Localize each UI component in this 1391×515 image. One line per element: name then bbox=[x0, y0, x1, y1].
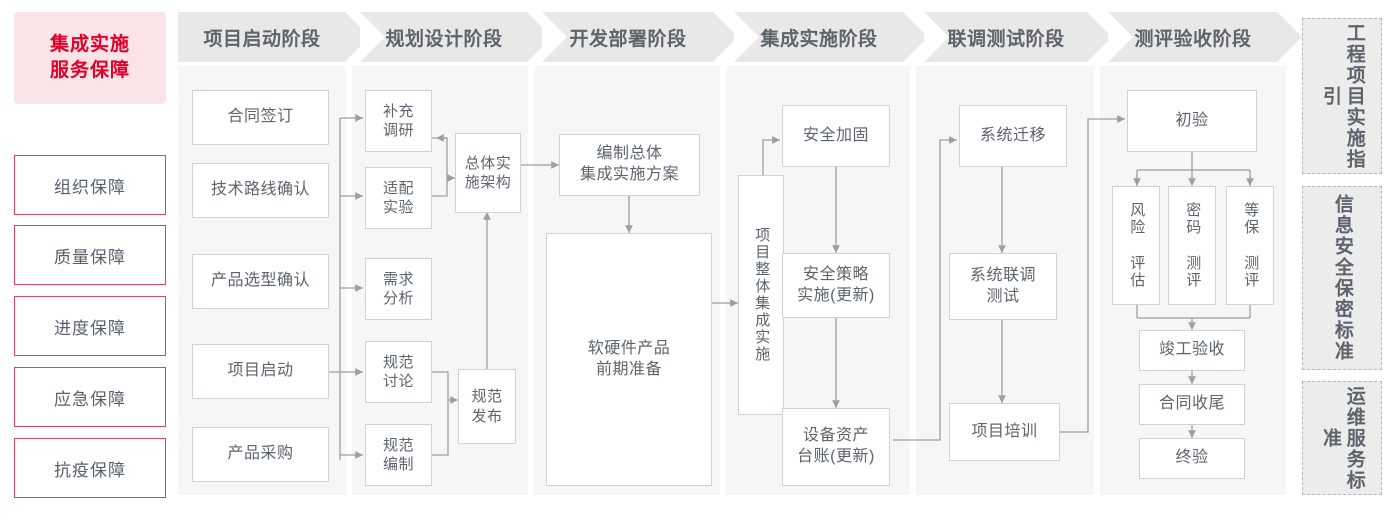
node-cryptography-evaluation[interactable]: 密码 测评 bbox=[1168, 186, 1216, 305]
phase-header-planning[interactable]: 规划设计阶段 bbox=[360, 12, 552, 62]
guarantee-title-line1: 集成实施 bbox=[49, 34, 130, 56]
chevron-notch-icon bbox=[360, 12, 385, 62]
phase-header-startup-label: 项目启动阶段 bbox=[203, 28, 321, 50]
phase-header-development[interactable]: 开发部署阶段 bbox=[542, 12, 738, 62]
node-standard-discussion[interactable]: 规范 讨论 bbox=[365, 341, 432, 403]
standards-panel-engineering-guide[interactable]: 工程项目实施指引 bbox=[1302, 18, 1382, 174]
phase-header-acceptance[interactable]: 测评验收阶段 bbox=[1108, 12, 1302, 62]
phase-header-integration[interactable]: 集成实施阶段 bbox=[734, 12, 928, 62]
standards-label: 工程项目实施指引 bbox=[1320, 22, 1365, 170]
node-label: 编制总体 集成实施方案 bbox=[579, 145, 679, 183]
node-contract-signing[interactable]: 合同签订 bbox=[192, 90, 329, 145]
node-label: 适配 实验 bbox=[382, 179, 414, 217]
guarantee-title-line2: 服务保障 bbox=[49, 60, 130, 81]
node-label: 安全策略 实施(更新) bbox=[797, 265, 875, 304]
node-label: 需求 分析 bbox=[382, 270, 414, 308]
node-hw-sw-preparation[interactable]: 软硬件产品 前期准备 bbox=[546, 233, 712, 486]
node-completion-acceptance[interactable]: 竣工验收 bbox=[1139, 330, 1245, 371]
node-security-hardening[interactable]: 安全加固 bbox=[782, 105, 890, 167]
node-overall-project-integration[interactable]: 项目整体集成实施 bbox=[738, 175, 784, 415]
standards-label: 信息安全保密标准 bbox=[1331, 194, 1353, 362]
chevron-notch-icon bbox=[1108, 12, 1133, 62]
node-label: 规范 讨论 bbox=[382, 353, 414, 391]
standards-panel-ops-service[interactable]: 运维服务标准 bbox=[1302, 381, 1382, 495]
node-product-selection-confirm[interactable]: 产品选型确认 bbox=[192, 254, 329, 309]
node-standard-drafting[interactable]: 规范 编制 bbox=[365, 424, 432, 486]
node-standard-release[interactable]: 规范 发布 bbox=[458, 369, 516, 444]
node-contract-closeout[interactable]: 合同收尾 bbox=[1139, 384, 1245, 425]
phase-header-integration-label: 集成实施阶段 bbox=[760, 28, 878, 50]
node-final-acceptance[interactable]: 终验 bbox=[1139, 438, 1245, 479]
node-supplementary-research[interactable]: 补充 调研 bbox=[365, 90, 432, 152]
guarantee-item-organization[interactable]: 组织保障 bbox=[14, 155, 166, 215]
node-overall-integration-plan[interactable]: 编制总体 集成实施方案 bbox=[559, 134, 700, 196]
phase-header-development-label: 开发部署阶段 bbox=[569, 28, 687, 50]
phase-header-acceptance-label: 测评验收阶段 bbox=[1134, 28, 1252, 50]
chevron-notch-icon bbox=[924, 12, 949, 62]
chevron-right-icon bbox=[1277, 12, 1302, 62]
chevron-notch-icon bbox=[734, 12, 759, 62]
guarantee-item-emergency[interactable]: 应急保障 bbox=[14, 367, 166, 427]
node-overall-implementation-architecture[interactable]: 总体实 施架构 bbox=[455, 133, 521, 213]
node-label: 补充 调研 bbox=[382, 102, 414, 140]
node-product-procurement[interactable]: 产品采购 bbox=[192, 427, 329, 482]
node-label: 系统联调 测试 bbox=[969, 266, 1036, 305]
standards-label: 运维服务标准 bbox=[1320, 385, 1365, 491]
phase-header-joint-test-label: 联调测试阶段 bbox=[947, 28, 1065, 50]
node-preliminary-acceptance[interactable]: 初验 bbox=[1127, 90, 1257, 152]
node-tech-route-confirm[interactable]: 技术路线确认 bbox=[192, 163, 329, 218]
node-risk-assessment[interactable]: 风险 评估 bbox=[1112, 186, 1160, 305]
chevron-notch-icon bbox=[542, 12, 567, 62]
standards-panel-infosec[interactable]: 信息安全保密标准 bbox=[1302, 186, 1382, 370]
node-requirement-analysis[interactable]: 需求 分析 bbox=[365, 258, 432, 320]
phase-header-planning-label: 规划设计阶段 bbox=[385, 28, 503, 50]
phase-header-startup[interactable]: 项目启动阶段 bbox=[178, 12, 370, 62]
node-classified-protection-evaluation[interactable]: 等保 测评 bbox=[1226, 186, 1274, 305]
node-equipment-asset-ledger[interactable]: 设备资产 台账(更新) bbox=[782, 408, 890, 486]
node-label: 规范 编制 bbox=[382, 436, 414, 474]
node-security-policy-implementation[interactable]: 安全策略 实施(更新) bbox=[782, 253, 890, 318]
node-label: 软硬件产品 前期准备 bbox=[587, 339, 671, 378]
node-system-migration[interactable]: 系统迁移 bbox=[959, 105, 1067, 167]
node-label: 设备资产 台账(更新) bbox=[797, 427, 875, 465]
guarantee-item-quality[interactable]: 质量保障 bbox=[14, 225, 166, 285]
guarantee-item-schedule[interactable]: 进度保障 bbox=[14, 296, 166, 356]
node-label: 总体实 施架构 bbox=[464, 154, 512, 192]
guarantee-title: 集成实施 服务保障 bbox=[14, 12, 166, 104]
node-project-training[interactable]: 项目培训 bbox=[949, 403, 1060, 461]
guarantee-item-epidemic[interactable]: 抗疫保障 bbox=[14, 438, 166, 498]
node-adaptation-experiment[interactable]: 适配 实验 bbox=[365, 167, 432, 229]
node-project-kickoff[interactable]: 项目启动 bbox=[192, 344, 329, 399]
node-label: 规范 发布 bbox=[471, 388, 503, 425]
phase-header-joint-test[interactable]: 联调测试阶段 bbox=[924, 12, 1112, 62]
node-system-joint-test[interactable]: 系统联调 测试 bbox=[949, 253, 1057, 320]
